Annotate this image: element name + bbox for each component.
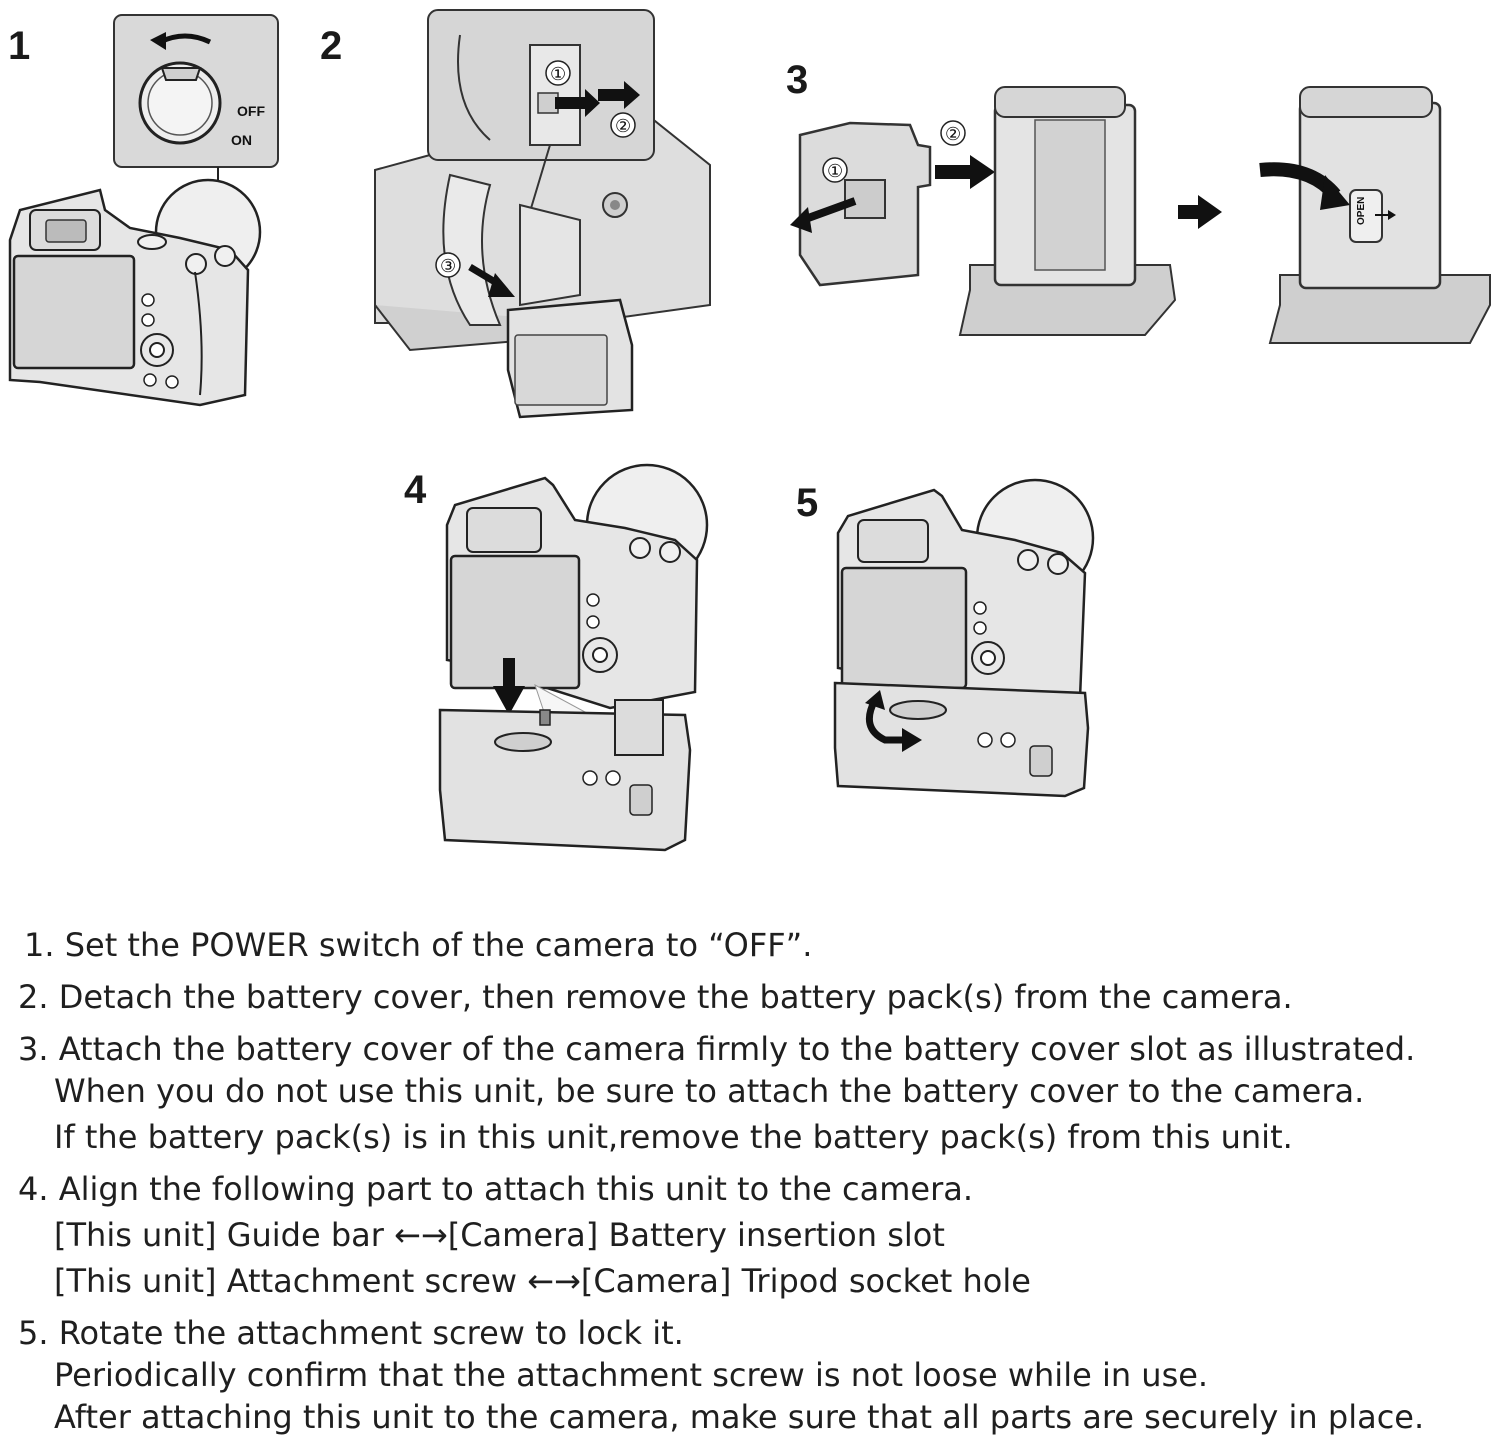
- instruction-line: [This unit] Attachment screw ←→[Camera] …: [54, 1262, 1031, 1300]
- instruction-step-5: 5. Rotate the attachment screw to lock i…: [18, 1313, 1496, 1437]
- instruction-line: Periodically confirm that the attachment…: [54, 1356, 1209, 1394]
- instruction-step-1: 1. Set the POWER switch of the camera to…: [18, 925, 1496, 965]
- instruction-line: When you do not use this unit, be sure t…: [54, 1072, 1365, 1110]
- instruction-line: After attaching this unit to the camera,…: [54, 1398, 1425, 1436]
- instructions-list: 1. Set the POWER switch of the camera to…: [18, 925, 1496, 1449]
- instruction-line: 1. Set the POWER switch of the camera to…: [24, 926, 813, 964]
- callout-1: ①: [550, 64, 566, 84]
- callout-2: ②: [945, 124, 961, 144]
- step-2-number: 2: [320, 24, 343, 68]
- step-4-number: 4: [404, 468, 427, 512]
- instruction-line: 4. Align the following part to attach th…: [18, 1170, 974, 1208]
- step-3-number: 3: [786, 58, 809, 102]
- step-1-illustration: OFF ON: [8, 14, 279, 407]
- step-3-illustration: ① ② OPEN: [790, 86, 1491, 344]
- dial-on-label: ON: [231, 132, 252, 148]
- instruction-line: 2. Detach the battery cover, then remove…: [18, 978, 1293, 1016]
- rotate-screw-arrow-icon: [865, 698, 905, 744]
- instruction-step-4: 4. Align the following part to attach th…: [18, 1169, 1496, 1301]
- callout-3: ③: [440, 256, 456, 276]
- callout-2: ②: [615, 116, 631, 136]
- step-5-illustration: [833, 478, 1095, 798]
- instruction-line: If the battery pack(s) is in this unit,r…: [54, 1118, 1293, 1156]
- instruction-step-2: 2. Detach the battery cover, then remove…: [18, 977, 1496, 1017]
- callout-1: ①: [827, 161, 843, 181]
- step-5-number: 5: [796, 481, 819, 525]
- instruction-line: [This unit] Guide bar ←→[Camera] Battery…: [54, 1216, 945, 1254]
- open-label: OPEN: [1356, 197, 1367, 225]
- instruction-line: 5. Rotate the attachment screw to lock i…: [18, 1314, 684, 1352]
- step-2-illustration: ① ② ③: [374, 9, 711, 419]
- step-1-number: 1: [8, 24, 31, 68]
- step-4-illustration: [438, 463, 709, 852]
- instruction-line: 3. Attach the battery cover of the camer…: [18, 1030, 1416, 1068]
- instruction-step-3: 3. Attach the battery cover of the camer…: [18, 1029, 1496, 1157]
- dial-off-label: OFF: [237, 103, 265, 119]
